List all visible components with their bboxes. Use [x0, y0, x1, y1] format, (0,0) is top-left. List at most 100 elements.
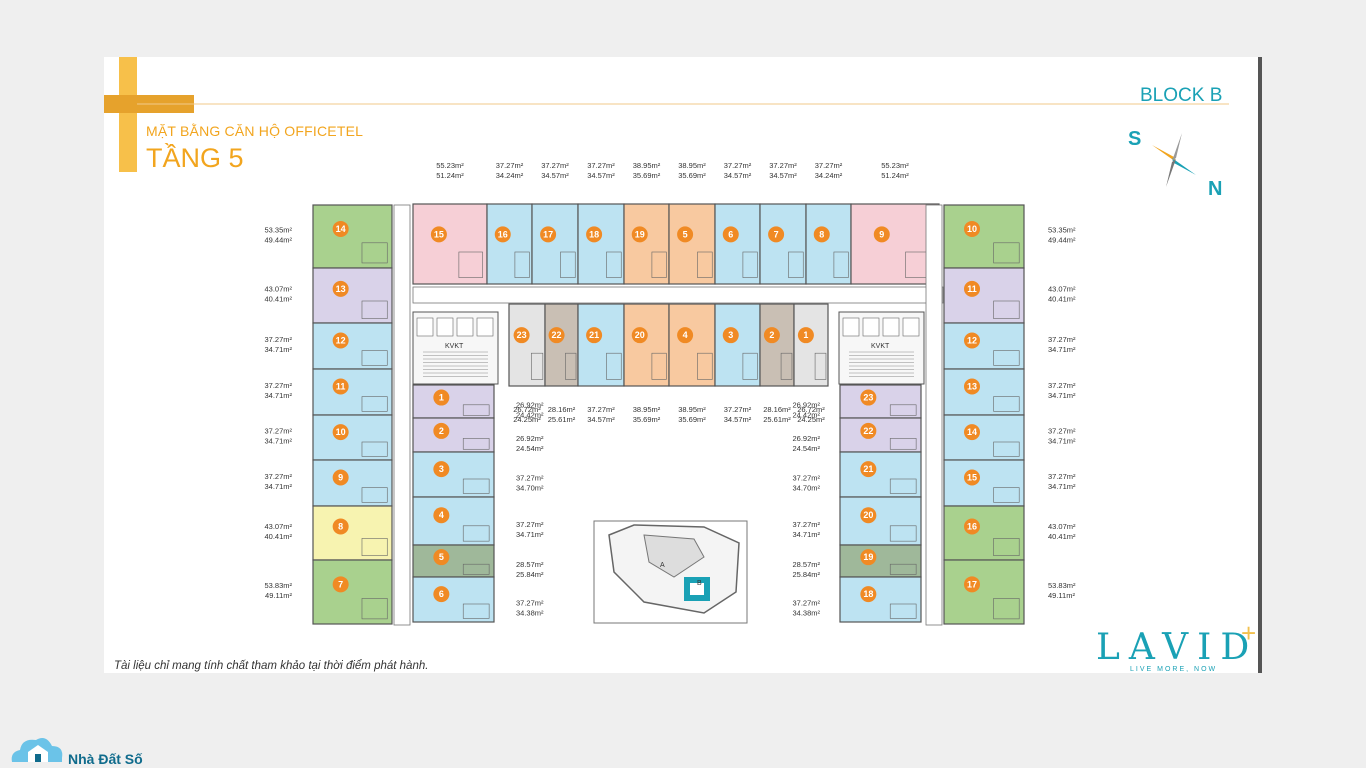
disclaimer-note: Tài liệu chỉ mang tính chất tham khảo tạ…: [114, 660, 429, 672]
unit-top-17: 17: [531, 203, 579, 285]
unit-number-badge: [332, 469, 349, 486]
kvkt-label: KVKT: [871, 343, 890, 350]
unit-number: 11: [967, 284, 977, 294]
site-map-label-a: A: [660, 562, 665, 569]
unit-left-outer-13: 13: [312, 267, 393, 324]
unit-left-outer-11: 11: [312, 368, 393, 416]
net-area: 34.71m²: [264, 391, 292, 400]
unit-number: 9: [338, 472, 343, 482]
unit-number: 19: [863, 552, 873, 562]
net-area: 40.41m²: [1048, 532, 1076, 541]
unit-left-outer-12: 12: [312, 322, 393, 370]
unit-number: 9: [879, 229, 884, 239]
net-area: 25.84m²: [792, 570, 820, 579]
net-area: 25.61m²: [763, 415, 791, 424]
unit-left-inner-2: 2: [412, 417, 495, 453]
gross-area: 43.07m²: [1048, 285, 1076, 294]
unit-number: 1: [803, 330, 808, 340]
net-area: 35.69m²: [678, 415, 706, 424]
unit-number: 6: [439, 589, 444, 599]
unit-number-badge: [964, 518, 980, 535]
net-area: 34.38m²: [516, 609, 544, 618]
corridor: [412, 286, 944, 304]
unit-left-outer-14: 14: [312, 204, 393, 269]
unit-number-badge: [763, 327, 780, 344]
gross-area: 28.16m²: [548, 405, 576, 414]
unit-number: 23: [863, 393, 873, 403]
unit-number-badge: [722, 226, 739, 243]
net-area: 40.41m²: [1048, 295, 1076, 304]
gross-area: 28.16m²: [763, 405, 791, 414]
net-area: 34.71m²: [264, 482, 292, 491]
gross-area: 38.95m²: [678, 405, 706, 414]
net-area: 51.24m²: [881, 171, 909, 180]
net-area: 34.71m²: [516, 530, 544, 539]
unit-number: 15: [434, 229, 444, 239]
watermark-text: Nhà Đất Số: [68, 751, 143, 767]
unit-number: 10: [967, 224, 977, 234]
unit-middle-4: 4: [668, 303, 716, 387]
block-label: BLOCK B: [1140, 85, 1223, 106]
unit-number-badge: [964, 332, 980, 349]
unit-number: 23: [517, 330, 527, 340]
left-corridor: [393, 204, 411, 626]
gross-area: 37.27m²: [496, 161, 524, 170]
unit-left-inner-1: 1: [412, 384, 495, 419]
unit-number: 11: [336, 381, 346, 391]
unit-number: 15: [967, 472, 977, 482]
unit-number-badge: [964, 280, 980, 297]
unit-number-badge: [332, 424, 349, 441]
unit-number: 8: [819, 229, 824, 239]
stair-core-left: KVKT: [412, 311, 499, 385]
unit-number-badge: [813, 226, 830, 243]
unit-left-inner-3: 3: [412, 451, 495, 498]
plan-subtitle: MẶT BẰNG CĂN HỘ OFFICETEL: [146, 123, 364, 139]
net-area: 34.71m²: [1048, 391, 1076, 400]
unit-number: 12: [336, 335, 346, 345]
gross-area: 38.95m²: [633, 405, 661, 414]
unit-number: 20: [635, 330, 645, 340]
unit-left-inner-4: 4: [412, 496, 495, 546]
deco-vertical-bar: [119, 57, 137, 172]
unit-left-outer-9: 9: [312, 459, 393, 507]
unit-number-badge: [332, 220, 349, 237]
unit-number-badge: [586, 226, 603, 243]
net-area: 49.44m²: [1048, 236, 1076, 245]
net-area: 34.57m²: [541, 171, 569, 180]
gross-area: 43.07m²: [1048, 522, 1076, 531]
net-area: 34.38m²: [792, 609, 820, 618]
unit-right-outer-17: 17: [943, 559, 1025, 625]
unit-number-badge: [964, 378, 980, 395]
unit-middle-23: 23: [508, 303, 546, 387]
unit-number: 13: [967, 381, 977, 391]
gross-area: 43.07m²: [264, 522, 292, 531]
gross-area: 37.27m²: [587, 405, 615, 414]
unit-number: 16: [498, 229, 508, 239]
unit-left-outer-8: 8: [312, 505, 393, 561]
unit-number: 6: [728, 229, 733, 239]
brand-tagline: LIVE MORE, NOW: [1130, 666, 1218, 673]
unit-number-badge: [964, 424, 980, 441]
gross-area: 37.27m²: [724, 405, 752, 414]
net-area: 34.71m²: [792, 530, 820, 539]
gross-area: 37.27m²: [792, 474, 820, 483]
net-area: 34.70m²: [792, 484, 820, 493]
